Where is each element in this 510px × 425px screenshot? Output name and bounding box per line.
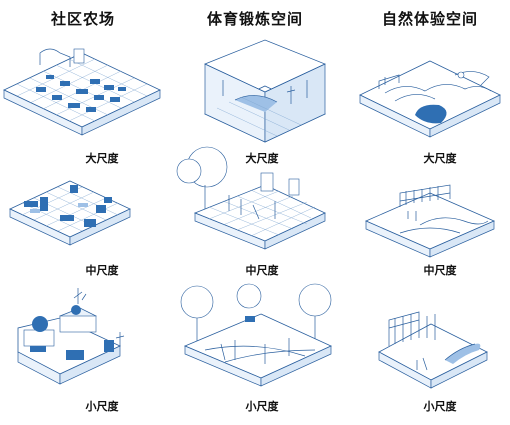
farm-small-illustration	[17, 288, 125, 385]
sports-small-label: 小尺度	[245, 400, 279, 413]
farm-medium-label: 中尺度	[85, 264, 119, 277]
sports-medium-illustration	[176, 146, 326, 250]
nature-large-label: 大尺度	[423, 152, 457, 165]
sports-large-illustration	[204, 39, 326, 143]
farm-large-illustration	[3, 48, 161, 136]
farm-medium-illustration	[9, 180, 131, 246]
nature-medium-illustration	[365, 184, 495, 258]
sports-medium-label: 中尺度	[245, 264, 279, 277]
column-title-sports-space: 体育锻炼空间	[206, 10, 303, 28]
farm-large-label: 大尺度	[85, 152, 119, 165]
nature-small-label: 小尺度	[423, 400, 457, 413]
sports-small-illustration	[180, 283, 332, 387]
column-title-nature-space: 自然体验空间	[381, 10, 478, 28]
nature-medium-label: 中尺度	[423, 264, 457, 277]
farm-small-label: 小尺度	[85, 400, 119, 413]
nature-large-illustration	[359, 60, 501, 138]
nature-small-illustration	[378, 311, 488, 389]
column-title-community-farm: 社区农场	[50, 10, 115, 28]
sports-large-label: 大尺度	[245, 152, 279, 165]
